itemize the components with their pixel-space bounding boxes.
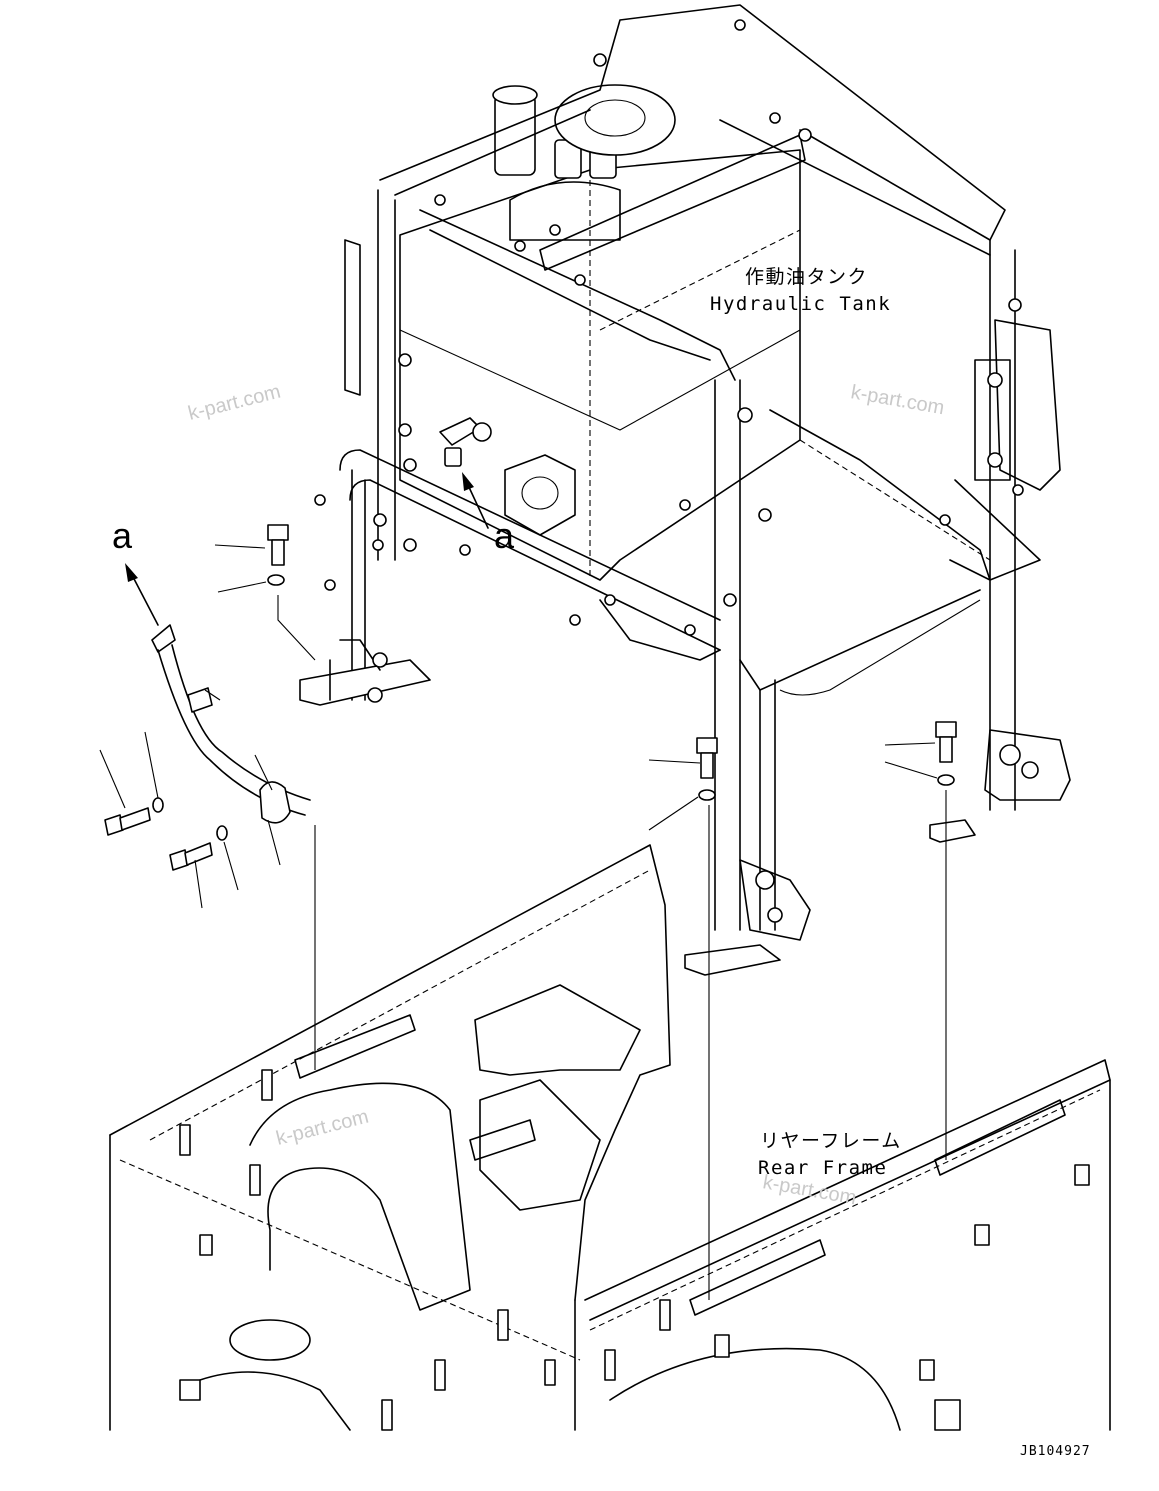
watermark: k-part.com bbox=[849, 381, 946, 419]
frame-bolts bbox=[314, 19, 1039, 779]
watermark: k-part.com bbox=[186, 381, 283, 425]
rear-frame bbox=[109, 844, 1111, 1431]
rear-frame-label-en: Rear Frame bbox=[758, 1157, 887, 1179]
hydraulic-tank-label-en: Hydraulic Tank bbox=[710, 293, 891, 315]
rear-frame-label-jp: リヤーフレーム bbox=[760, 1130, 902, 1152]
callout-a-tank: a bbox=[494, 515, 515, 556]
hydraulic-tank bbox=[399, 84, 801, 581]
hose-assembly bbox=[151, 624, 311, 824]
leader-lines bbox=[99, 544, 947, 1300]
hydraulic-tank-label-jp: 作動油タンク bbox=[745, 266, 868, 288]
watermark: k-part.com bbox=[274, 1106, 371, 1150]
fasteners bbox=[104, 524, 957, 871]
frame-bosses bbox=[179, 1069, 1090, 1431]
callout-a-left: a bbox=[112, 515, 133, 556]
drawing-code: JB104927 bbox=[1020, 1444, 1091, 1459]
callout-arrows bbox=[125, 472, 489, 626]
tank-guard-frame bbox=[299, 4, 1071, 976]
